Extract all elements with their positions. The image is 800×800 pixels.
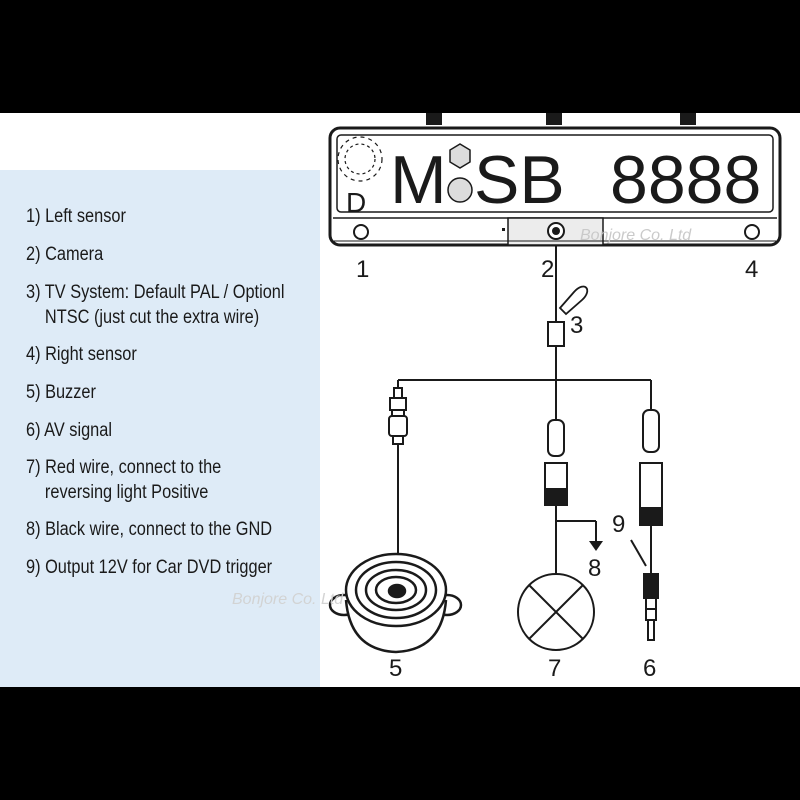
plate-letter-left: M bbox=[390, 142, 447, 218]
wiring bbox=[397, 245, 652, 592]
callout-1: 1 bbox=[356, 256, 369, 283]
callout-8: 8 bbox=[588, 555, 601, 582]
diagram-panel: 1) Left sensor 2) Camera 3) TV System: D… bbox=[0, 113, 800, 687]
legend-item-right-sensor: 4) Right sensor bbox=[26, 344, 137, 365]
legend-item-black-wire: 8) Black wire, connect to the GND bbox=[26, 519, 273, 540]
country-code: D bbox=[346, 187, 366, 218]
legend-item-av-signal: 6) AV signal bbox=[26, 420, 112, 441]
reversing-lamp-icon bbox=[517, 573, 595, 651]
legend-item-camera: 2) Camera bbox=[26, 244, 104, 265]
rca-plug-icon bbox=[643, 573, 659, 641]
buzzer-icon bbox=[328, 552, 463, 654]
connector-stack-6 bbox=[639, 409, 663, 526]
license-plate-frame bbox=[328, 113, 782, 247]
plate-stickers bbox=[447, 143, 473, 203]
callout-5: 5 bbox=[389, 655, 402, 682]
legend-panel: 1) Left sensor 2) Camera 3) TV System: D… bbox=[0, 170, 320, 687]
ground-arrow-icon bbox=[589, 541, 603, 551]
wiring-diagram: D M SB 8888 Bonjore Co. Ltd bbox=[232, 113, 782, 682]
plate-letters-right: SB bbox=[474, 142, 565, 218]
callout-3: 3 bbox=[570, 312, 583, 339]
legend-item-buzzer: 5) Buzzer bbox=[26, 382, 96, 403]
buzzer-watermark: Bonjore Co. Ltd bbox=[232, 591, 344, 608]
left-sensor-icon bbox=[353, 224, 369, 240]
eu-stars-emblem bbox=[337, 136, 383, 182]
plate-watermark: Bonjore Co. Ltd bbox=[580, 227, 692, 244]
callout-6: 6 bbox=[643, 655, 656, 682]
right-sensor-icon bbox=[744, 224, 760, 240]
callout-2: 2 bbox=[541, 256, 554, 283]
plate-digits: 8888 bbox=[610, 142, 761, 218]
legend-item-output-12v: 9) Output 12V for Car DVD trigger bbox=[26, 557, 273, 578]
callout-4: 4 bbox=[745, 256, 758, 283]
buzzer-plug-connector bbox=[388, 387, 408, 445]
screw-mark-icon bbox=[502, 228, 505, 231]
callout-7: 7 bbox=[548, 655, 561, 682]
camera-lens-icon bbox=[547, 222, 565, 240]
connector-stack-7 bbox=[544, 419, 568, 506]
legend-item-left-sensor: 1) Left sensor bbox=[26, 206, 126, 227]
callout-9: 9 bbox=[612, 511, 625, 538]
